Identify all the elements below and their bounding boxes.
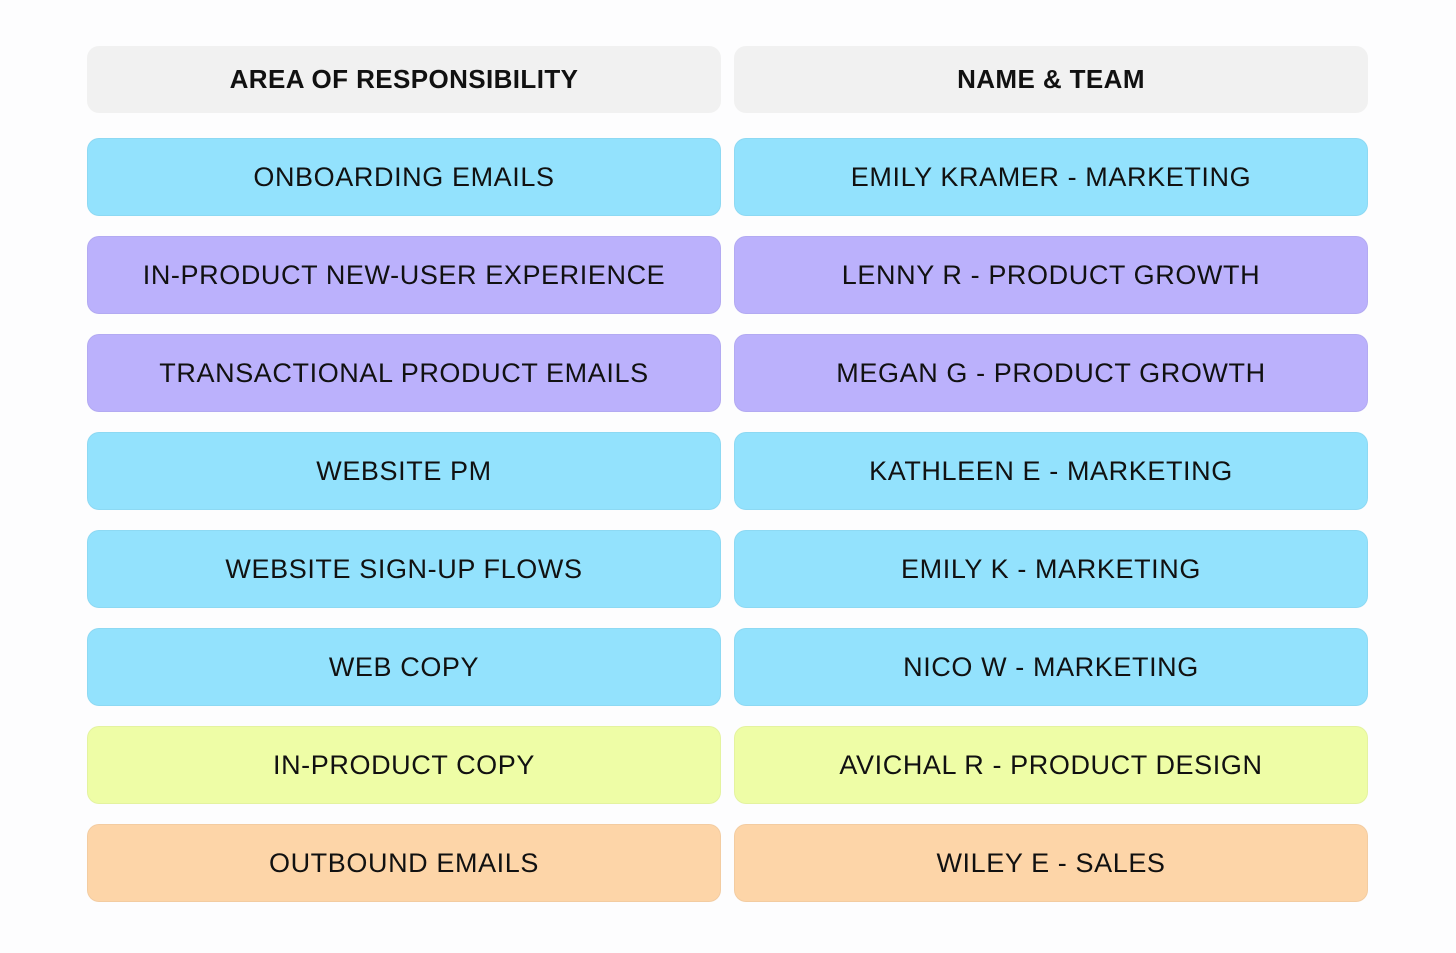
area-cell: ONBOARDING EMAILS <box>87 138 721 216</box>
area-cell: WEB COPY <box>87 628 721 706</box>
table-row: IN-PRODUCT NEW-USER EXPERIENCE LENNY R -… <box>87 236 1368 314</box>
area-cell: WEBSITE PM <box>87 432 721 510</box>
header-area-of-responsibility: AREA OF RESPONSIBILITY <box>87 46 721 113</box>
table-row: ONBOARDING EMAILS EMILY KRAMER - MARKETI… <box>87 138 1368 216</box>
name-team-cell: EMILY KRAMER - MARKETING <box>734 138 1368 216</box>
table-row: OUTBOUND EMAILS WILEY E - SALES <box>87 824 1368 902</box>
area-cell: WEBSITE SIGN-UP FLOWS <box>87 530 721 608</box>
table-row: WEBSITE PM KATHLEEN E - MARKETING <box>87 432 1368 510</box>
name-team-cell: WILEY E - SALES <box>734 824 1368 902</box>
name-team-cell: MEGAN G - PRODUCT GROWTH <box>734 334 1368 412</box>
name-team-cell: NICO W - MARKETING <box>734 628 1368 706</box>
name-team-cell: AVICHAL R - PRODUCT DESIGN <box>734 726 1368 804</box>
name-team-cell: KATHLEEN E - MARKETING <box>734 432 1368 510</box>
area-cell: OUTBOUND EMAILS <box>87 824 721 902</box>
name-team-cell: LENNY R - PRODUCT GROWTH <box>734 236 1368 314</box>
header-row: AREA OF RESPONSIBILITY NAME & TEAM <box>87 46 1368 113</box>
area-cell: IN-PRODUCT NEW-USER EXPERIENCE <box>87 236 721 314</box>
area-cell: IN-PRODUCT COPY <box>87 726 721 804</box>
header-name-and-team: NAME & TEAM <box>734 46 1368 113</box>
responsibility-table: AREA OF RESPONSIBILITY NAME & TEAM ONBOA… <box>87 46 1368 902</box>
table-row: IN-PRODUCT COPY AVICHAL R - PRODUCT DESI… <box>87 726 1368 804</box>
table-row: WEB COPY NICO W - MARKETING <box>87 628 1368 706</box>
table-row: WEBSITE SIGN-UP FLOWS EMILY K - MARKETIN… <box>87 530 1368 608</box>
area-cell: TRANSACTIONAL PRODUCT EMAILS <box>87 334 721 412</box>
table-row: TRANSACTIONAL PRODUCT EMAILS MEGAN G - P… <box>87 334 1368 412</box>
name-team-cell: EMILY K - MARKETING <box>734 530 1368 608</box>
